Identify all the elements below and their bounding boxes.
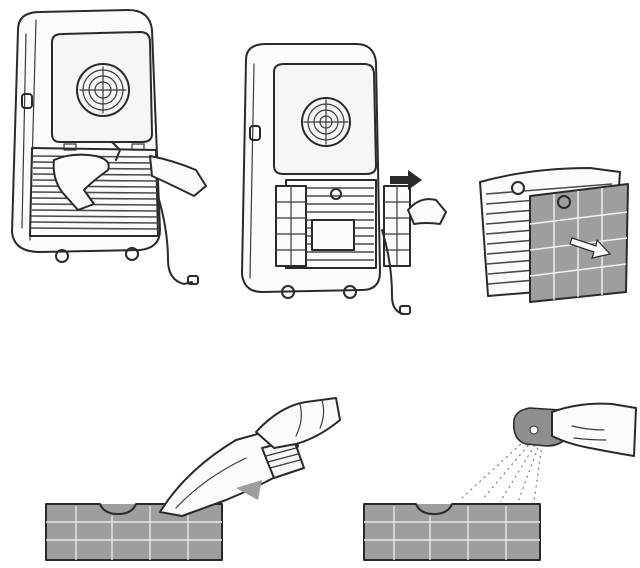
step-1-air-conditioner-icon	[12, 10, 206, 284]
step-5-spray-filter-icon	[364, 404, 636, 560]
step-4-vacuum-filter-icon	[46, 398, 340, 560]
step-2-air-conditioner-icon	[242, 44, 446, 314]
step-3-filter-separate-icon	[480, 168, 628, 302]
